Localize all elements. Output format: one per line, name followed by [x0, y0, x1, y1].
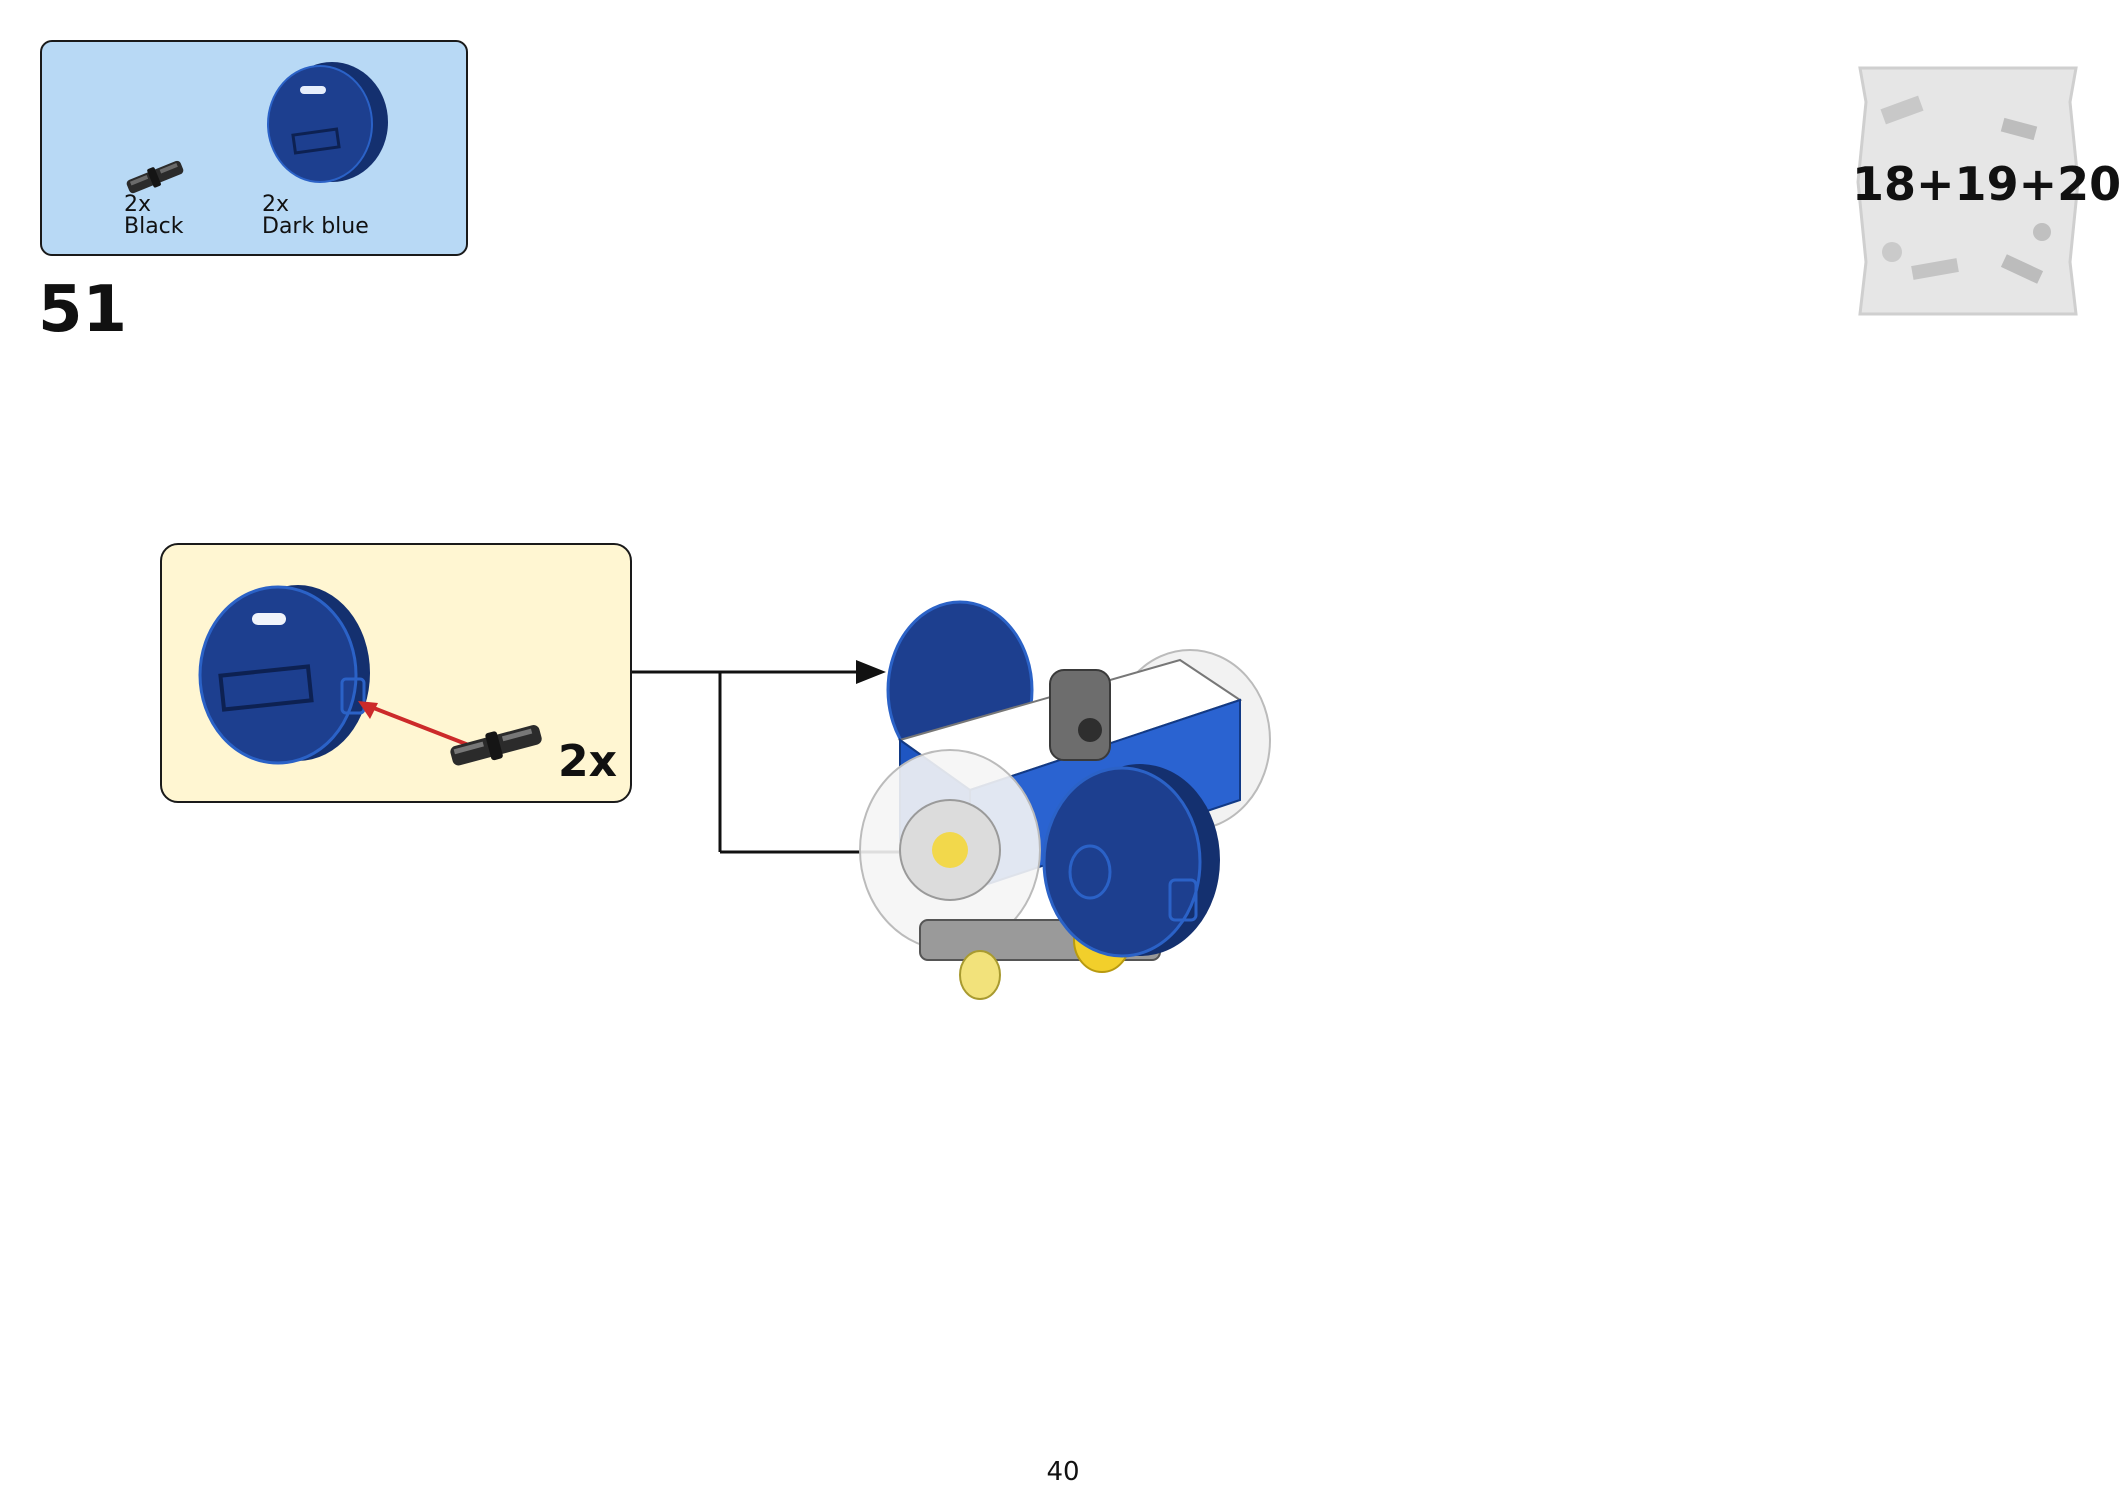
sub-assembly-wheel-icon	[198, 585, 370, 765]
step-number: 51	[38, 273, 128, 347]
part-color: Dark blue	[262, 214, 369, 239]
dark-blue-wheel-icon	[267, 62, 388, 183]
part-quantity: 2x	[262, 192, 290, 217]
bag-number-label: 18+19+20	[1852, 157, 2122, 211]
red-insert-arrow-icon	[358, 701, 485, 753]
part-quantity: 2x	[124, 192, 152, 217]
main-model-illustration	[859, 600, 1271, 1000]
part-color: Black	[124, 214, 184, 239]
sub-assembly-callout: 2x	[160, 543, 632, 803]
parts-list-box: 2x Black 2x Dark blue	[40, 40, 468, 256]
page-number: 40	[1046, 1457, 1080, 1487]
black-technic-pin-icon	[450, 725, 542, 766]
parts-bag-icon	[1856, 66, 2080, 316]
black-technic-pin-icon	[126, 160, 184, 194]
sub-assembly-multiplier: 2x	[558, 736, 617, 787]
